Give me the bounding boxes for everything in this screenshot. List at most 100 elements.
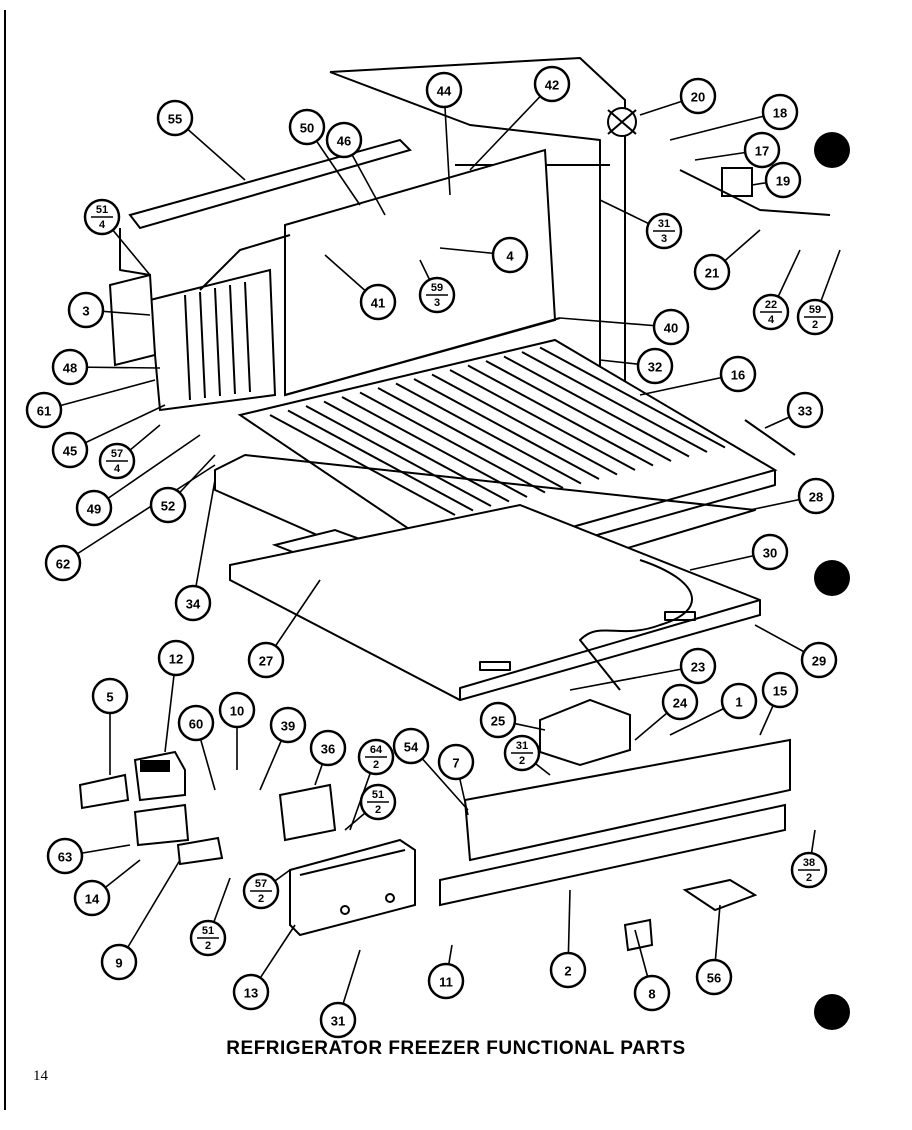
callout-label: 62 xyxy=(56,557,70,572)
callout-39: 39 xyxy=(269,706,307,744)
callout-56: 56 xyxy=(695,958,733,996)
callout-63: 63 xyxy=(46,837,84,875)
drain-trough xyxy=(744,419,796,456)
callout-label: 40 xyxy=(664,321,678,336)
callout-label: 30 xyxy=(763,546,777,561)
callout-label: 61 xyxy=(37,404,51,419)
callout-61: 61 xyxy=(25,391,63,429)
leader-line xyxy=(669,111,781,141)
callout-45: 45 xyxy=(51,431,89,469)
fraction-callout-31-2: 312 xyxy=(503,734,541,772)
fraction-top: 31 xyxy=(516,740,528,752)
callout-18: 18 xyxy=(761,93,799,131)
fraction-top: 59 xyxy=(809,304,821,316)
evaporator-coil xyxy=(148,234,291,412)
callout-5: 5 xyxy=(91,677,129,715)
callout-7: 7 xyxy=(437,743,475,781)
callout-32: 32 xyxy=(636,347,674,385)
grille-slot xyxy=(359,391,546,494)
callout-label: 31 xyxy=(331,1014,345,1029)
fraction-bottom: 2 xyxy=(258,893,264,905)
fraction-top: 51 xyxy=(372,789,384,801)
damper-housing xyxy=(539,698,631,767)
fraction-callout-51-2: 512 xyxy=(189,919,227,957)
leader-line xyxy=(93,434,201,509)
fraction-callout-59-3: 593 xyxy=(418,276,456,314)
callout-label: 27 xyxy=(259,654,273,669)
fraction-callout-51-4: 514 xyxy=(83,198,121,236)
grille-slot xyxy=(521,351,708,453)
callout-15: 15 xyxy=(761,671,799,709)
switch-bracket xyxy=(176,836,224,866)
fraction-top: 57 xyxy=(111,448,123,460)
callout-11: 11 xyxy=(427,962,465,1000)
callout-label: 20 xyxy=(691,90,705,105)
fraction-callout-59-2: 592 xyxy=(796,298,834,336)
callout-16: 16 xyxy=(719,355,757,393)
grille-slot xyxy=(287,409,474,512)
grille-slot xyxy=(539,346,726,449)
fraction-bottom: 2 xyxy=(205,940,211,952)
callout-60: 60 xyxy=(177,704,215,742)
callout-label: 52 xyxy=(161,499,175,514)
fraction-bottom: 2 xyxy=(519,755,525,767)
control-box xyxy=(289,838,416,937)
callout-label: 24 xyxy=(673,696,688,711)
callout-20: 20 xyxy=(679,77,717,115)
callout-48: 48 xyxy=(51,348,89,386)
grille-slot xyxy=(377,387,564,489)
callout-label: 33 xyxy=(798,404,812,419)
evaporator-cover xyxy=(284,148,561,397)
callout-33: 33 xyxy=(786,391,824,429)
callout-label: 49 xyxy=(87,502,101,517)
callout-19: 19 xyxy=(764,161,802,199)
callout-40: 40 xyxy=(652,308,690,346)
callout-55: 55 xyxy=(156,99,194,137)
fraction-callout-64-2: 642 xyxy=(357,738,395,776)
callout-label: 29 xyxy=(812,654,826,669)
callout-24: 24 xyxy=(661,683,699,721)
callout-14: 14 xyxy=(73,879,111,917)
callout-label: 13 xyxy=(244,986,258,1001)
callout-27: 27 xyxy=(247,641,285,679)
callout-28: 28 xyxy=(797,477,835,515)
callout-label: 39 xyxy=(281,719,295,734)
bottom-rail xyxy=(439,803,786,907)
callout-label: 32 xyxy=(648,360,662,375)
callout-label: 60 xyxy=(189,717,203,732)
fan-motor xyxy=(679,167,831,216)
callout-label: 16 xyxy=(731,368,745,383)
fraction-bottom: 2 xyxy=(806,872,812,884)
callout-13: 13 xyxy=(232,973,270,1011)
fraction-bottom: 4 xyxy=(114,463,121,475)
accumulator xyxy=(108,273,157,367)
fraction-bottom: 2 xyxy=(373,759,379,771)
registration-mark xyxy=(814,132,850,168)
fraction-callout-51-2: 512 xyxy=(359,783,397,821)
callout-label: 8 xyxy=(648,987,655,1002)
diagram-title: REFRIGERATOR FREEZER FUNCTIONAL PARTS xyxy=(226,1038,686,1059)
leader-line xyxy=(569,665,699,691)
fraction-top: 59 xyxy=(431,282,443,294)
condenser-bracket xyxy=(119,138,412,276)
callout-41: 41 xyxy=(359,283,397,321)
grille-slot xyxy=(449,369,636,471)
light-lens xyxy=(78,773,130,810)
callout-label: 54 xyxy=(404,740,419,755)
callout-30: 30 xyxy=(751,533,789,571)
callout-label: 45 xyxy=(63,444,77,459)
fraction-top: 64 xyxy=(370,744,383,756)
grille-slot xyxy=(323,400,510,503)
registration-mark xyxy=(814,560,850,596)
leader-line xyxy=(43,379,156,411)
fraction-callout-57-4: 574 xyxy=(98,442,136,480)
callout-label: 9 xyxy=(115,956,122,971)
fraction-callout-31-3: 313 xyxy=(645,212,683,250)
grille-slot xyxy=(395,382,582,485)
callout-label: 15 xyxy=(773,684,787,699)
fraction-bottom: 4 xyxy=(768,314,775,326)
callout-label: 48 xyxy=(63,361,77,376)
callout-label: 14 xyxy=(85,892,100,907)
callout-label: 28 xyxy=(809,490,823,505)
fraction-top: 22 xyxy=(765,299,777,311)
